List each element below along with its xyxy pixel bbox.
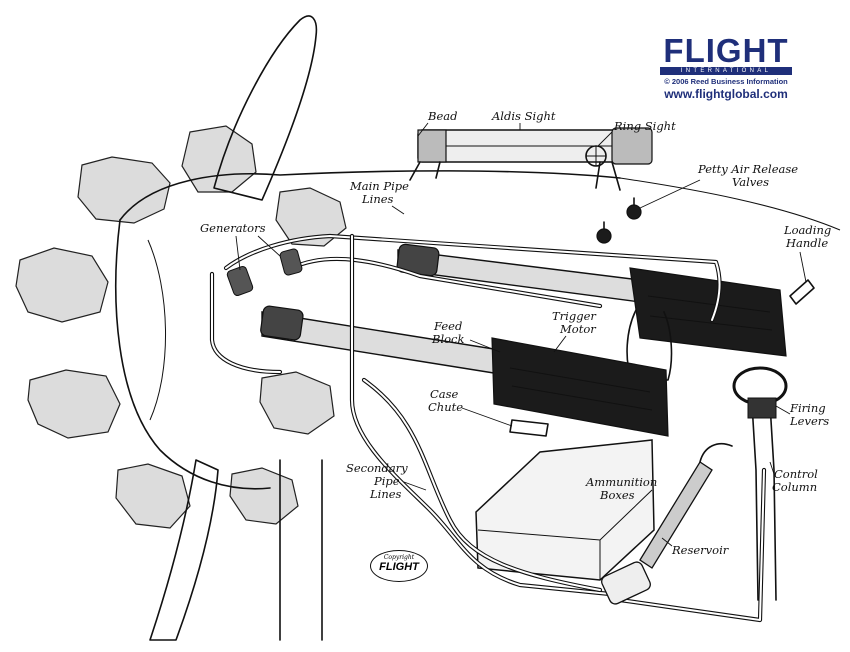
label-trigger-1: Trigger xyxy=(552,309,597,323)
label-control-2: Column xyxy=(772,480,817,494)
propeller-blade-lower xyxy=(149,459,219,641)
label-trigger-2: Motor xyxy=(559,322,597,336)
diagram-labels: Bead Aldis Sight Ring Sight Petty Air Re… xyxy=(200,109,831,557)
mount-strut xyxy=(279,459,323,641)
ring-sight xyxy=(585,145,607,167)
label-main-pipe-2: Lines xyxy=(361,192,394,206)
label-generators: Generators xyxy=(200,221,266,235)
ammunition-boxes xyxy=(475,439,655,581)
publisher-name: FLIGHT xyxy=(663,32,789,69)
label-feed-1: Feed xyxy=(433,319,462,333)
cylinder-8 xyxy=(229,467,299,525)
label-control-1: Control xyxy=(774,467,818,481)
label-firing-1: Firing xyxy=(789,401,826,415)
engine-cowling xyxy=(119,170,621,221)
label-petty-air-release-2: Valves xyxy=(732,175,769,189)
label-loading-1: Loading xyxy=(783,223,831,237)
cylinder-2 xyxy=(181,125,257,193)
label-bead: Bead xyxy=(427,109,457,123)
lower-gun-receiver xyxy=(491,337,669,437)
upper-gun-receiver xyxy=(629,267,787,357)
label-secondary-2: Pipe xyxy=(373,474,400,488)
label-firing-2: Levers xyxy=(789,414,829,428)
main-pipe-lines xyxy=(209,233,722,375)
aldis-sight xyxy=(409,127,653,191)
reservoir xyxy=(601,442,733,605)
stamp-top-text: Copyright xyxy=(383,554,415,561)
label-main-pipe-1: Main Pipe xyxy=(349,179,409,193)
label-aldis-sight: Aldis Sight xyxy=(491,109,556,123)
generators xyxy=(226,248,303,297)
propeller xyxy=(115,15,841,641)
propeller-blade-upper xyxy=(213,15,318,201)
lower-gun xyxy=(260,305,669,437)
label-feed-2: Block xyxy=(431,332,464,346)
cylinder-7 xyxy=(259,371,335,435)
case-chute-shape xyxy=(509,419,549,437)
label-secondary-1: Secondary xyxy=(346,461,408,475)
cylinder-4 xyxy=(27,369,121,439)
publisher-subtitle: INTERNATIONAL xyxy=(660,67,792,75)
upper-gun xyxy=(396,243,787,381)
sight-mount xyxy=(409,161,621,191)
ammunition-box xyxy=(475,439,655,581)
label-petty-air-release-1: Petty Air Release xyxy=(697,162,798,176)
control-column xyxy=(732,279,815,601)
copyright-stamp: Copyright FLIGHT xyxy=(370,550,428,582)
label-ring-sight: Ring Sight xyxy=(613,119,676,133)
label-secondary-3: Lines xyxy=(369,487,402,501)
label-case-2: Chute xyxy=(428,400,463,414)
cylinder-3 xyxy=(15,247,109,323)
label-ammunition-2: Boxes xyxy=(599,488,635,502)
engine-cylinders xyxy=(15,125,347,529)
publisher-url-link[interactable]: www.flightglobal.com xyxy=(664,87,788,101)
spinner xyxy=(147,239,166,421)
label-loading-2: Handle xyxy=(785,236,828,250)
engine-cowling-lower xyxy=(115,219,271,490)
publisher-logo: FLIGHT INTERNATIONAL © 2006 Reed Busines… xyxy=(660,32,792,101)
fuselage-line xyxy=(619,177,841,231)
label-case-1: Case xyxy=(430,387,459,401)
copyright-notice: © 2006 Reed Business Information xyxy=(664,77,788,86)
cylinder-5 xyxy=(115,463,191,529)
stamp-main-text: FLIGHT xyxy=(379,561,419,573)
secondary-pipe-lines xyxy=(349,233,767,623)
label-ammunition-1: Ammunition xyxy=(585,475,657,489)
label-reservoir: Reservoir xyxy=(671,543,730,557)
cylinder-1 xyxy=(77,156,171,224)
air-release-valves xyxy=(596,197,642,244)
